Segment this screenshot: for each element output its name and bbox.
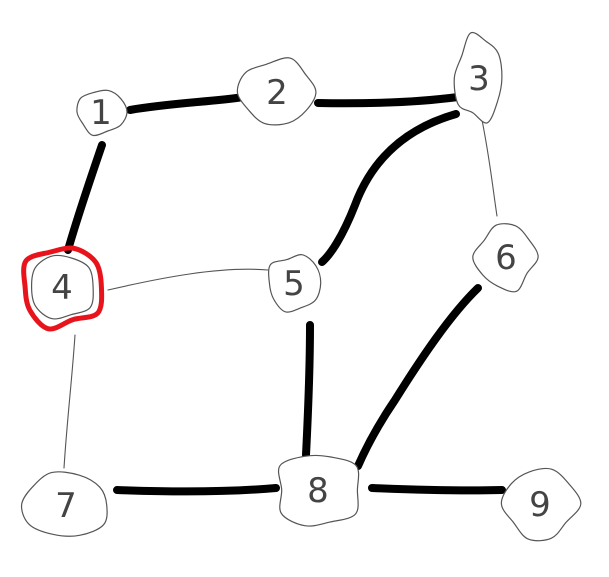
node-4-outline [30,254,94,320]
node-5-label: 5 [283,264,305,304]
node-9-label: 9 [529,485,551,525]
edge-5-8 [302,321,314,459]
node-6: 6 [472,223,539,293]
node-8: 8 [277,454,360,527]
edge-6-8 [354,284,482,470]
node-5-outline [268,254,322,313]
edge-3-6 [481,119,498,217]
node-9-outline [500,467,582,542]
edge-4-7 [63,334,76,469]
node-4-label: 4 [51,268,73,308]
node-4: 4 [21,245,105,332]
edge-2-3 [314,93,462,108]
edge-1-4 [64,141,106,254]
node-6-label: 6 [495,238,517,278]
node-3: 3 [453,31,503,124]
edges-layer [63,93,506,496]
node-1: 1 [76,89,128,137]
node-2: 2 [236,57,317,126]
node-7: 7 [20,471,108,537]
node-3-outline [453,31,503,124]
node-7-outline [20,471,108,537]
edge-4-5 [107,268,269,291]
edge-8-9 [368,484,506,495]
node-8-outline [277,454,360,527]
edge-1-2 [126,93,248,114]
edge-3-5 [318,110,460,266]
node-1-label: 1 [90,93,112,133]
node-2-outline [236,57,317,126]
node-4-highlight-ring [21,245,105,332]
node-5: 5 [268,254,322,313]
node-8-label: 8 [307,471,329,511]
node-3-label: 3 [468,59,490,99]
node-6-outline [472,223,539,293]
edge-7-8 [113,484,280,496]
node-2-label: 2 [266,73,288,113]
node-7-label: 7 [55,486,77,526]
nodes-layer: 1 2 3 4 5 6 7 8 9 [20,31,582,542]
node-1-outline [76,89,128,137]
node-9: 9 [500,467,582,542]
